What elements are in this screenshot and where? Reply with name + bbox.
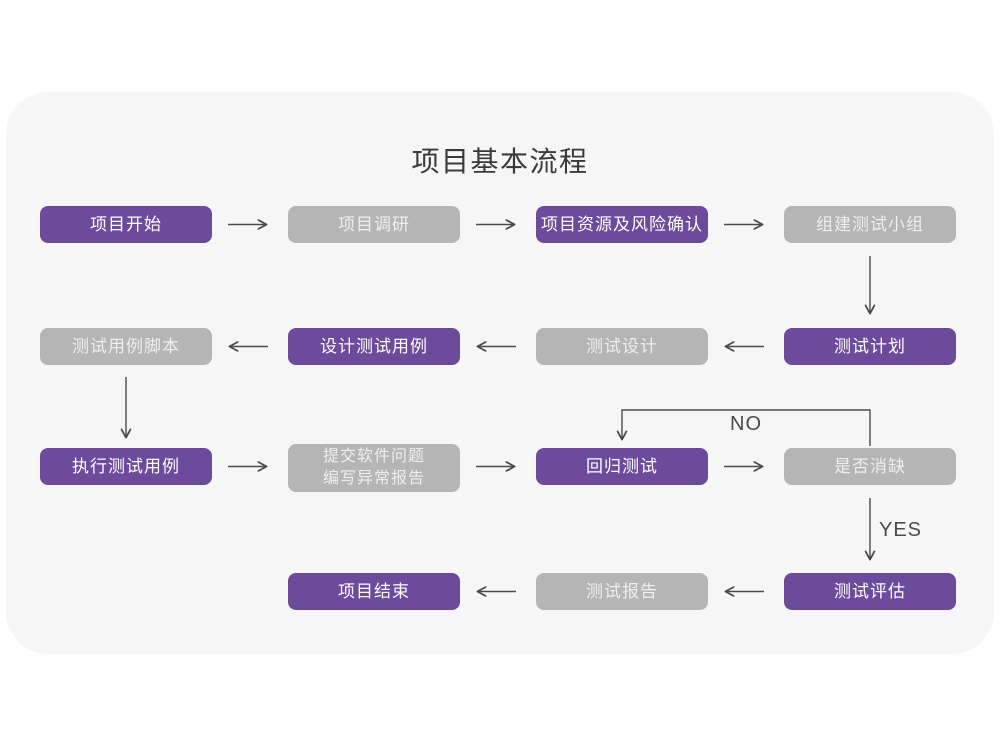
node-regression-test: 回归测试 bbox=[536, 448, 708, 485]
page-title: 项目基本流程 bbox=[411, 146, 589, 177]
node-test-evaluation: 测试评估 bbox=[784, 573, 956, 610]
node-test-design: 测试设计 bbox=[536, 328, 708, 365]
node-project-end: 项目结束 bbox=[288, 573, 460, 610]
node-project-research: 项目调研 bbox=[288, 206, 460, 243]
node-test-plan: 测试计划 bbox=[784, 328, 956, 365]
node-resource-risk-confirm: 项目资源及风险确认 bbox=[536, 206, 708, 243]
node-test-case-script: 测试用例脚本 bbox=[40, 328, 212, 365]
node-project-start: 项目开始 bbox=[40, 206, 212, 243]
flowchart-card bbox=[6, 92, 994, 654]
edge-label-yes: YES bbox=[879, 519, 923, 541]
node-build-test-team: 组建测试小组 bbox=[784, 206, 956, 243]
node-design-test-cases: 设计测试用例 bbox=[288, 328, 460, 365]
node-defect-resolved: 是否消缺 bbox=[784, 448, 956, 485]
node-submit-issue-report: 提交软件问题 编写异常报告 bbox=[288, 444, 460, 492]
edge-label-no: NO bbox=[730, 413, 762, 435]
node-run-test-cases: 执行测试用例 bbox=[40, 448, 212, 485]
node-test-report: 测试报告 bbox=[536, 573, 708, 610]
